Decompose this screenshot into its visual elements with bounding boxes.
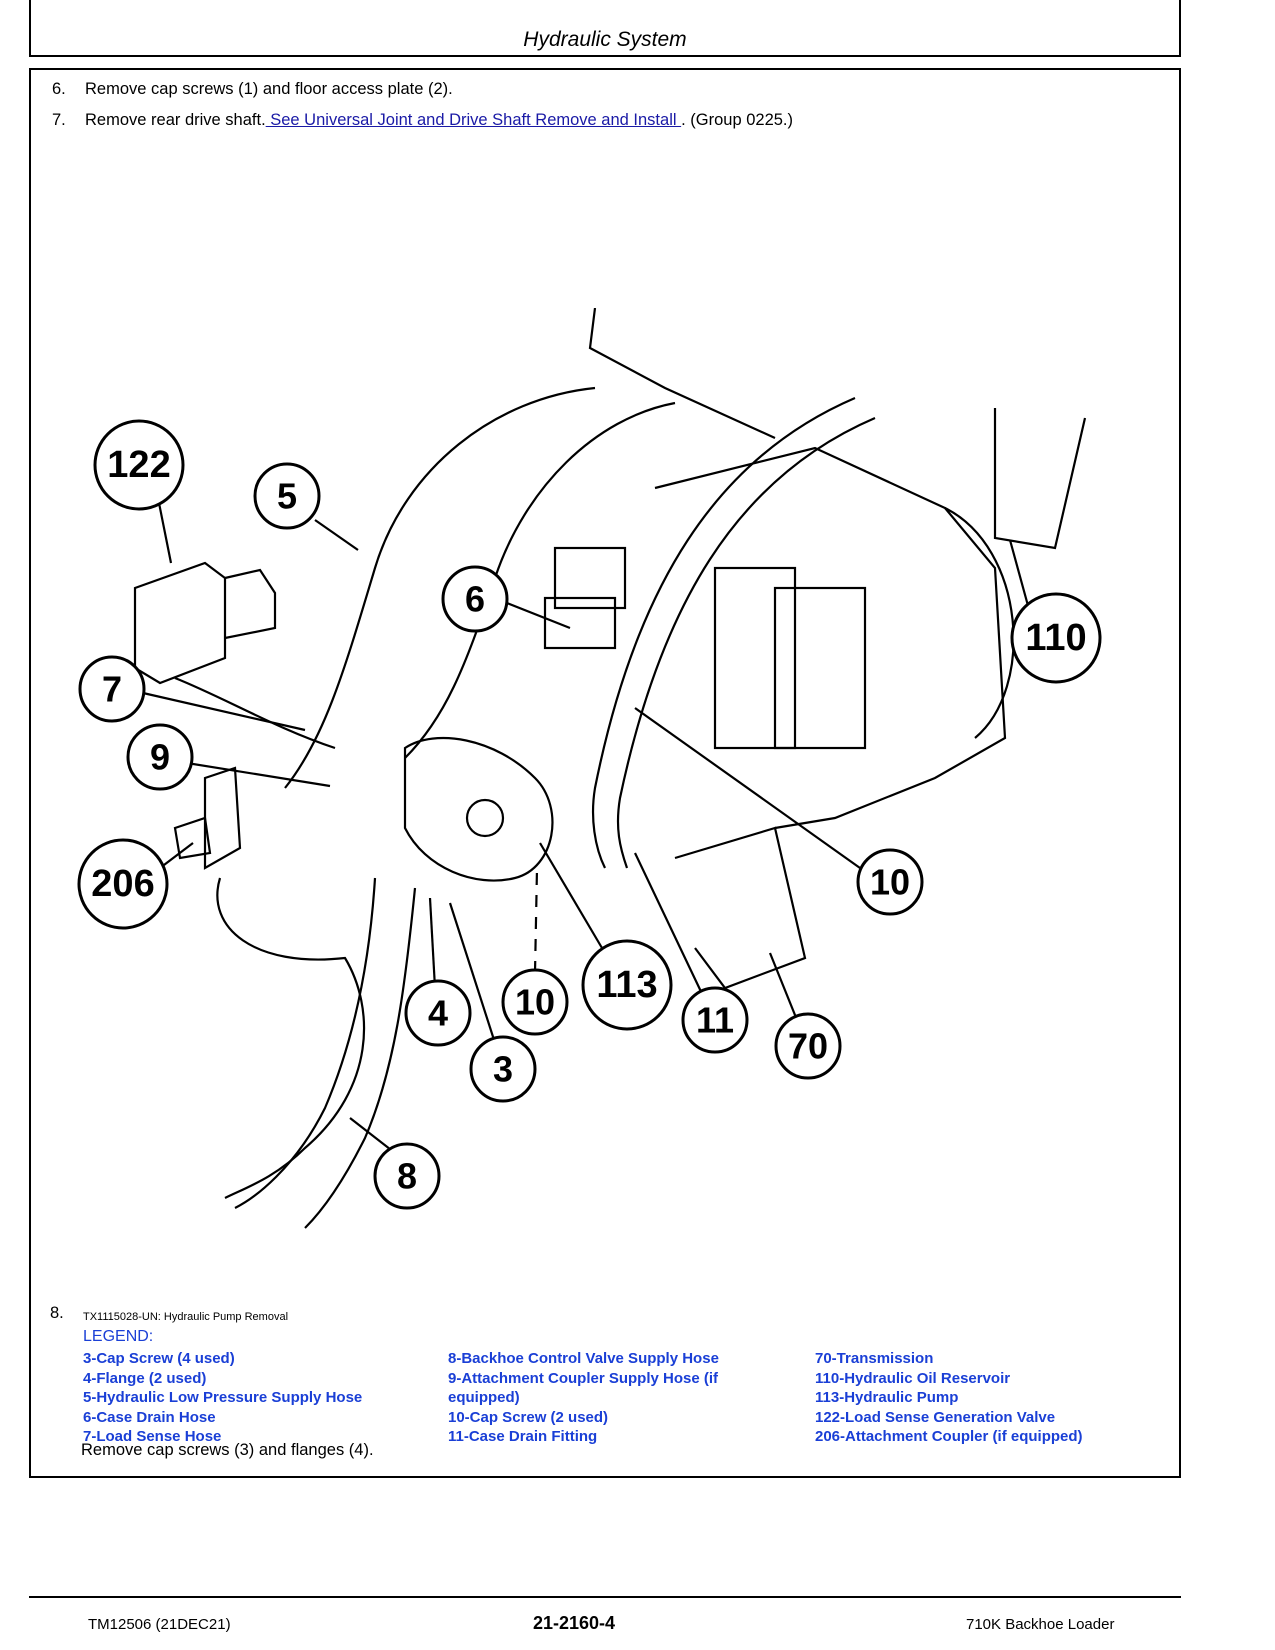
page-header: Hydraulic System (29, 0, 1181, 57)
legend-item: 11-Case Drain Fitting (448, 1428, 598, 1445)
legend-item: 9-Attachment Coupler Supply Hose (if (448, 1369, 719, 1387)
legend-item: 3-Cap Screw (4 used) (83, 1350, 235, 1367)
legend-title: LEGEND: (83, 1328, 154, 1345)
callout-122: 122 (93, 419, 185, 511)
legend-item: 113-Hydraulic Pump (815, 1389, 959, 1406)
step-8-number: 8. (50, 1304, 64, 1322)
svg-text:206: 206 (91, 863, 154, 905)
svg-text:10: 10 (870, 862, 910, 903)
legend-item: 7-Load Sense Hose (83, 1428, 222, 1445)
callout-6: 6 (441, 565, 509, 633)
callout-4: 4 (404, 979, 472, 1047)
legend-item: 8-Backhoe Control Valve Supply Hose (448, 1350, 719, 1367)
callout-10-right: 10 (856, 848, 924, 916)
svg-text:70: 70 (788, 1026, 828, 1067)
svg-text:5: 5 (277, 476, 297, 517)
step-number: 6. (52, 80, 66, 98)
leader-lines (142, 502, 1032, 1154)
legend-item: 6-Case Drain Hose (83, 1408, 216, 1426)
svg-text:110: 110 (1025, 617, 1086, 659)
illustration-art (133, 308, 1087, 1229)
step-text: Remove cap screws (1) and floor access p… (85, 80, 453, 98)
step-8-text: Remove cap screws (3) and flanges (4). (81, 1441, 374, 1459)
step-number: 7. (52, 111, 66, 129)
legend-column-3: 70-Transmission 110-Hydraulic Oil Reserv… (815, 1349, 1083, 1447)
svg-text:4: 4 (428, 993, 448, 1034)
svg-text:113: 113 (596, 964, 657, 1006)
callout-206: 206 (77, 838, 169, 930)
callout-5: 5 (253, 462, 321, 530)
step-text-wrap: Remove rear drive shaft. See Universal J… (85, 111, 793, 130)
footer-product: 710K Backhoe Loader (966, 1616, 1115, 1633)
callout-8: 8 (373, 1142, 441, 1210)
content-frame (29, 68, 1181, 1478)
svg-text:7: 7 (102, 669, 122, 710)
svg-text:9: 9 (150, 737, 170, 778)
legend-item: 122-Load Sense Generation Valve (815, 1408, 1056, 1426)
svg-text:10: 10 (515, 982, 555, 1023)
svg-text:11: 11 (696, 1000, 734, 1041)
legend-item: 10-Cap Screw (2 used) (448, 1408, 609, 1426)
callout-10-bottom: 10 (501, 968, 569, 1036)
figure-caption: TX1115028-UN: Hydraulic Pump Removal (83, 1311, 289, 1323)
svg-text:6: 6 (465, 579, 485, 620)
legend-item: 5-Hydraulic Low Pressure Supply Hose (83, 1389, 363, 1406)
section-title: Hydraulic System (523, 28, 687, 51)
legend-item: 70-Transmission (815, 1350, 934, 1367)
legend-item: 110-Hydraulic Oil Reservoir (815, 1369, 1011, 1387)
callout-7: 7 (78, 655, 146, 723)
footer-divider (29, 1596, 1181, 1598)
step-text: Remove rear drive shaft. (85, 111, 266, 129)
footer-page-number: 21-2160-4 (533, 1613, 616, 1633)
callout-113: 113 (581, 939, 673, 1031)
callout-110: 110 (1010, 592, 1102, 684)
legend-item: 4-Flange (2 used) (83, 1369, 207, 1387)
svg-text:3: 3 (493, 1049, 513, 1090)
svg-text:122: 122 (107, 444, 170, 486)
legend-column-1: 3-Cap Screw (4 used) 4-Flange (2 used) 5… (83, 1349, 362, 1447)
callout-70: 70 (774, 1012, 842, 1080)
legend-column-2: 8-Backhoe Control Valve Supply Hose 9-At… (448, 1349, 719, 1447)
callout-9: 9 (126, 723, 194, 791)
hydraulic-pump-illustration: 122 5 6 7 9 206 110 10 4 10 113 11 (77, 308, 1102, 1229)
svg-text:8: 8 (397, 1156, 417, 1197)
legend-item: equipped) (448, 1389, 520, 1406)
callout-11: 11 (681, 986, 749, 1054)
callout-3: 3 (469, 1035, 537, 1103)
step-suffix: . (Group 0225.) (681, 111, 794, 129)
legend-item: 206-Attachment Coupler (if equipped) (815, 1428, 1083, 1445)
footer-doc-id: TM12506 (21DEC21) (88, 1616, 231, 1633)
drive-shaft-link[interactable]: See Universal Joint and Drive Shaft Remo… (265, 111, 682, 129)
